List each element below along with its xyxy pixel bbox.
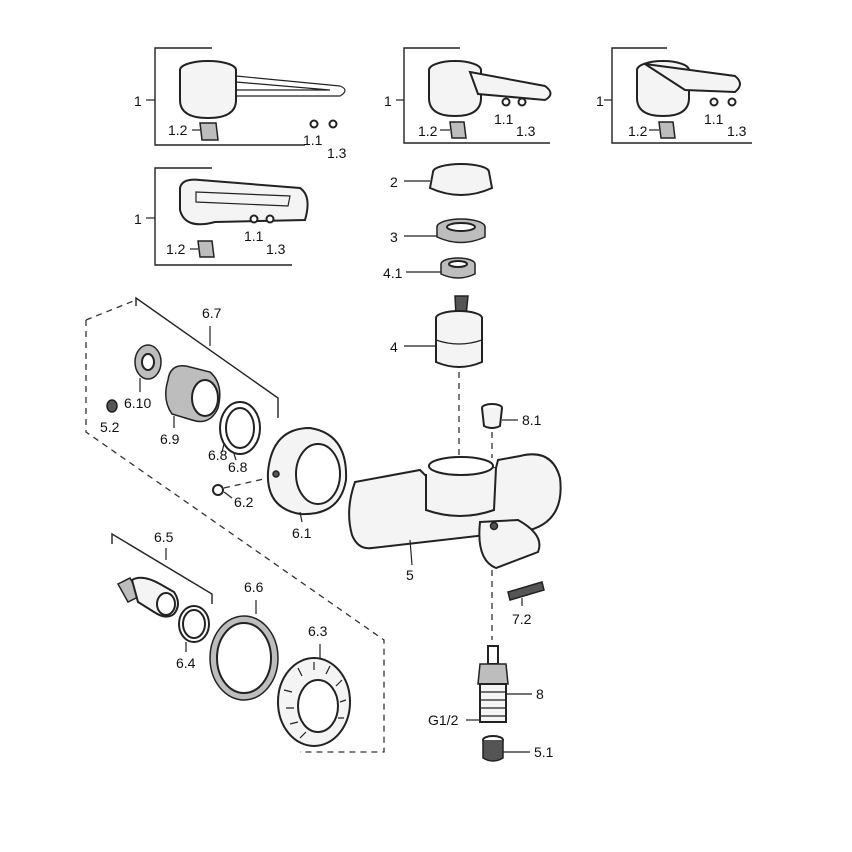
screw-part-6-2 <box>212 477 269 499</box>
label-3: 3 <box>390 229 398 245</box>
label-5-1: 5.1 <box>534 744 554 760</box>
connector-part-6-5 <box>116 576 179 618</box>
label-1-2-b: 1.2 <box>418 123 438 139</box>
label-1-2-c: 1.2 <box>628 123 648 139</box>
bracket-6-5 <box>111 532 213 604</box>
label-1-1-b: 1.1 <box>494 111 514 127</box>
label-1-d: 1 <box>134 211 142 227</box>
label-6-1: 6.1 <box>292 525 312 541</box>
cartridge-part-4 <box>404 295 483 368</box>
label-g1-2: G1/2 <box>428 712 459 728</box>
seal-part-6-4 <box>178 605 210 652</box>
label-6-9: 6.9 <box>160 431 180 447</box>
label-4: 4 <box>390 339 398 355</box>
nut-part-6-10 <box>134 344 162 392</box>
label-7-2: 7.2 <box>512 611 532 627</box>
seal-part-6-8 <box>219 401 261 461</box>
label-6-5: 6.5 <box>154 529 174 545</box>
label-6-10: 6.10 <box>124 395 151 411</box>
label-6-4: 6.4 <box>176 655 196 671</box>
diverter-part-8 <box>466 645 532 723</box>
label-4-1: 4.1 <box>383 265 403 281</box>
insert-part-5-1 <box>482 735 530 762</box>
label-1-3-a: 1.3 <box>327 145 347 161</box>
handle-variant-a <box>146 47 346 146</box>
cap-part-2 <box>404 163 494 196</box>
escutcheon-part-6-3 <box>277 644 351 747</box>
label-1-1-a: 1.1 <box>303 132 323 148</box>
label-6-8-a: 6.8 <box>208 447 228 463</box>
handle-variant-d <box>146 167 309 266</box>
plug-part-5-2 <box>106 399 118 413</box>
adapter-part-6-9 <box>165 365 221 428</box>
label-1-b: 1 <box>384 93 392 109</box>
bracket-6-7 <box>135 296 279 418</box>
label-1-3-b: 1.3 <box>516 123 536 139</box>
label-1-1-d: 1.1 <box>244 228 264 244</box>
label-6-8-b: 6.8 <box>228 459 248 475</box>
label-1-1-c: 1.1 <box>704 111 724 127</box>
label-1-2-d: 1.2 <box>166 241 186 257</box>
label-6-6: 6.6 <box>244 579 264 595</box>
nut-part-3 <box>404 218 486 244</box>
label-5-2: 5.2 <box>100 419 120 435</box>
label-6-7: 6.7 <box>202 305 222 321</box>
spring-part-7-2 <box>507 581 545 606</box>
ring-part-4-1 <box>406 257 476 279</box>
label-1-3-d: 1.3 <box>266 241 286 257</box>
cap-part-8-1 <box>481 403 518 429</box>
dashed-group-top <box>85 299 137 321</box>
label-5: 5 <box>406 567 414 583</box>
dashed-group-outline <box>85 320 385 753</box>
label-8: 8 <box>536 686 544 702</box>
label-1-a: 1 <box>134 93 142 109</box>
label-1-3-c: 1.3 <box>727 123 747 139</box>
handle-variant-b <box>396 47 552 144</box>
label-6-2: 6.2 <box>234 494 254 510</box>
rosette-part-6-1 <box>266 426 348 523</box>
label-1-c: 1 <box>596 93 604 109</box>
label-2: 2 <box>390 174 398 190</box>
label-8-1: 8.1 <box>522 412 542 428</box>
valve-body-part-5 <box>348 453 562 570</box>
label-6-3: 6.3 <box>308 623 328 639</box>
handle-variant-c <box>604 47 752 144</box>
ring-part-6-6 <box>209 600 279 701</box>
label-1-2-a: 1.2 <box>168 122 188 138</box>
